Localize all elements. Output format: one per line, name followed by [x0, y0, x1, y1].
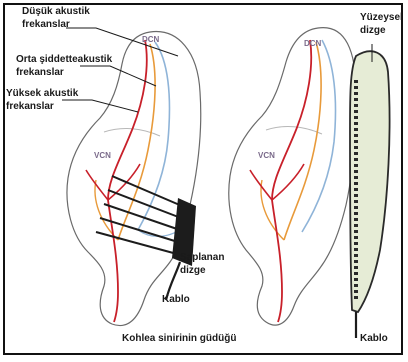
- label-cable-right: Kablo: [360, 333, 388, 344]
- label-dcn-right: DCN: [304, 39, 322, 48]
- right-nucleus-outline: [229, 28, 356, 326]
- label-mid-freq-line1: Orta şiddetteakustik: [16, 54, 113, 65]
- label-dcn-left: DCN: [142, 35, 160, 44]
- label-high-freq-line2: frekanslar: [6, 101, 54, 112]
- label-nerve-stump: Kohlea sinirinin güdüğü: [122, 333, 236, 344]
- right-nucleus: [229, 28, 390, 338]
- label-cable-left: Kablo: [162, 294, 190, 305]
- left-nucleus-outline: [67, 32, 201, 326]
- label-low-freq-line1: Düşük akustik: [22, 6, 90, 17]
- label-surface-line1: Yüzeysel: [360, 12, 403, 23]
- left-nucleus: [67, 32, 201, 326]
- label-vcn-right: VCN: [258, 151, 275, 160]
- label-embedded-line2: dizge: [180, 265, 206, 276]
- surface-array: [350, 51, 390, 338]
- label-embedded-line1: Saplanan: [180, 252, 224, 263]
- label-mid-freq-line2: frekanslar: [16, 67, 64, 78]
- label-vcn-left: VCN: [94, 151, 111, 160]
- label-low-freq-line2: frekanslar: [22, 19, 70, 30]
- label-surface-line2: dizge: [360, 25, 386, 36]
- label-high-freq-line1: Yüksek akustik: [6, 88, 79, 99]
